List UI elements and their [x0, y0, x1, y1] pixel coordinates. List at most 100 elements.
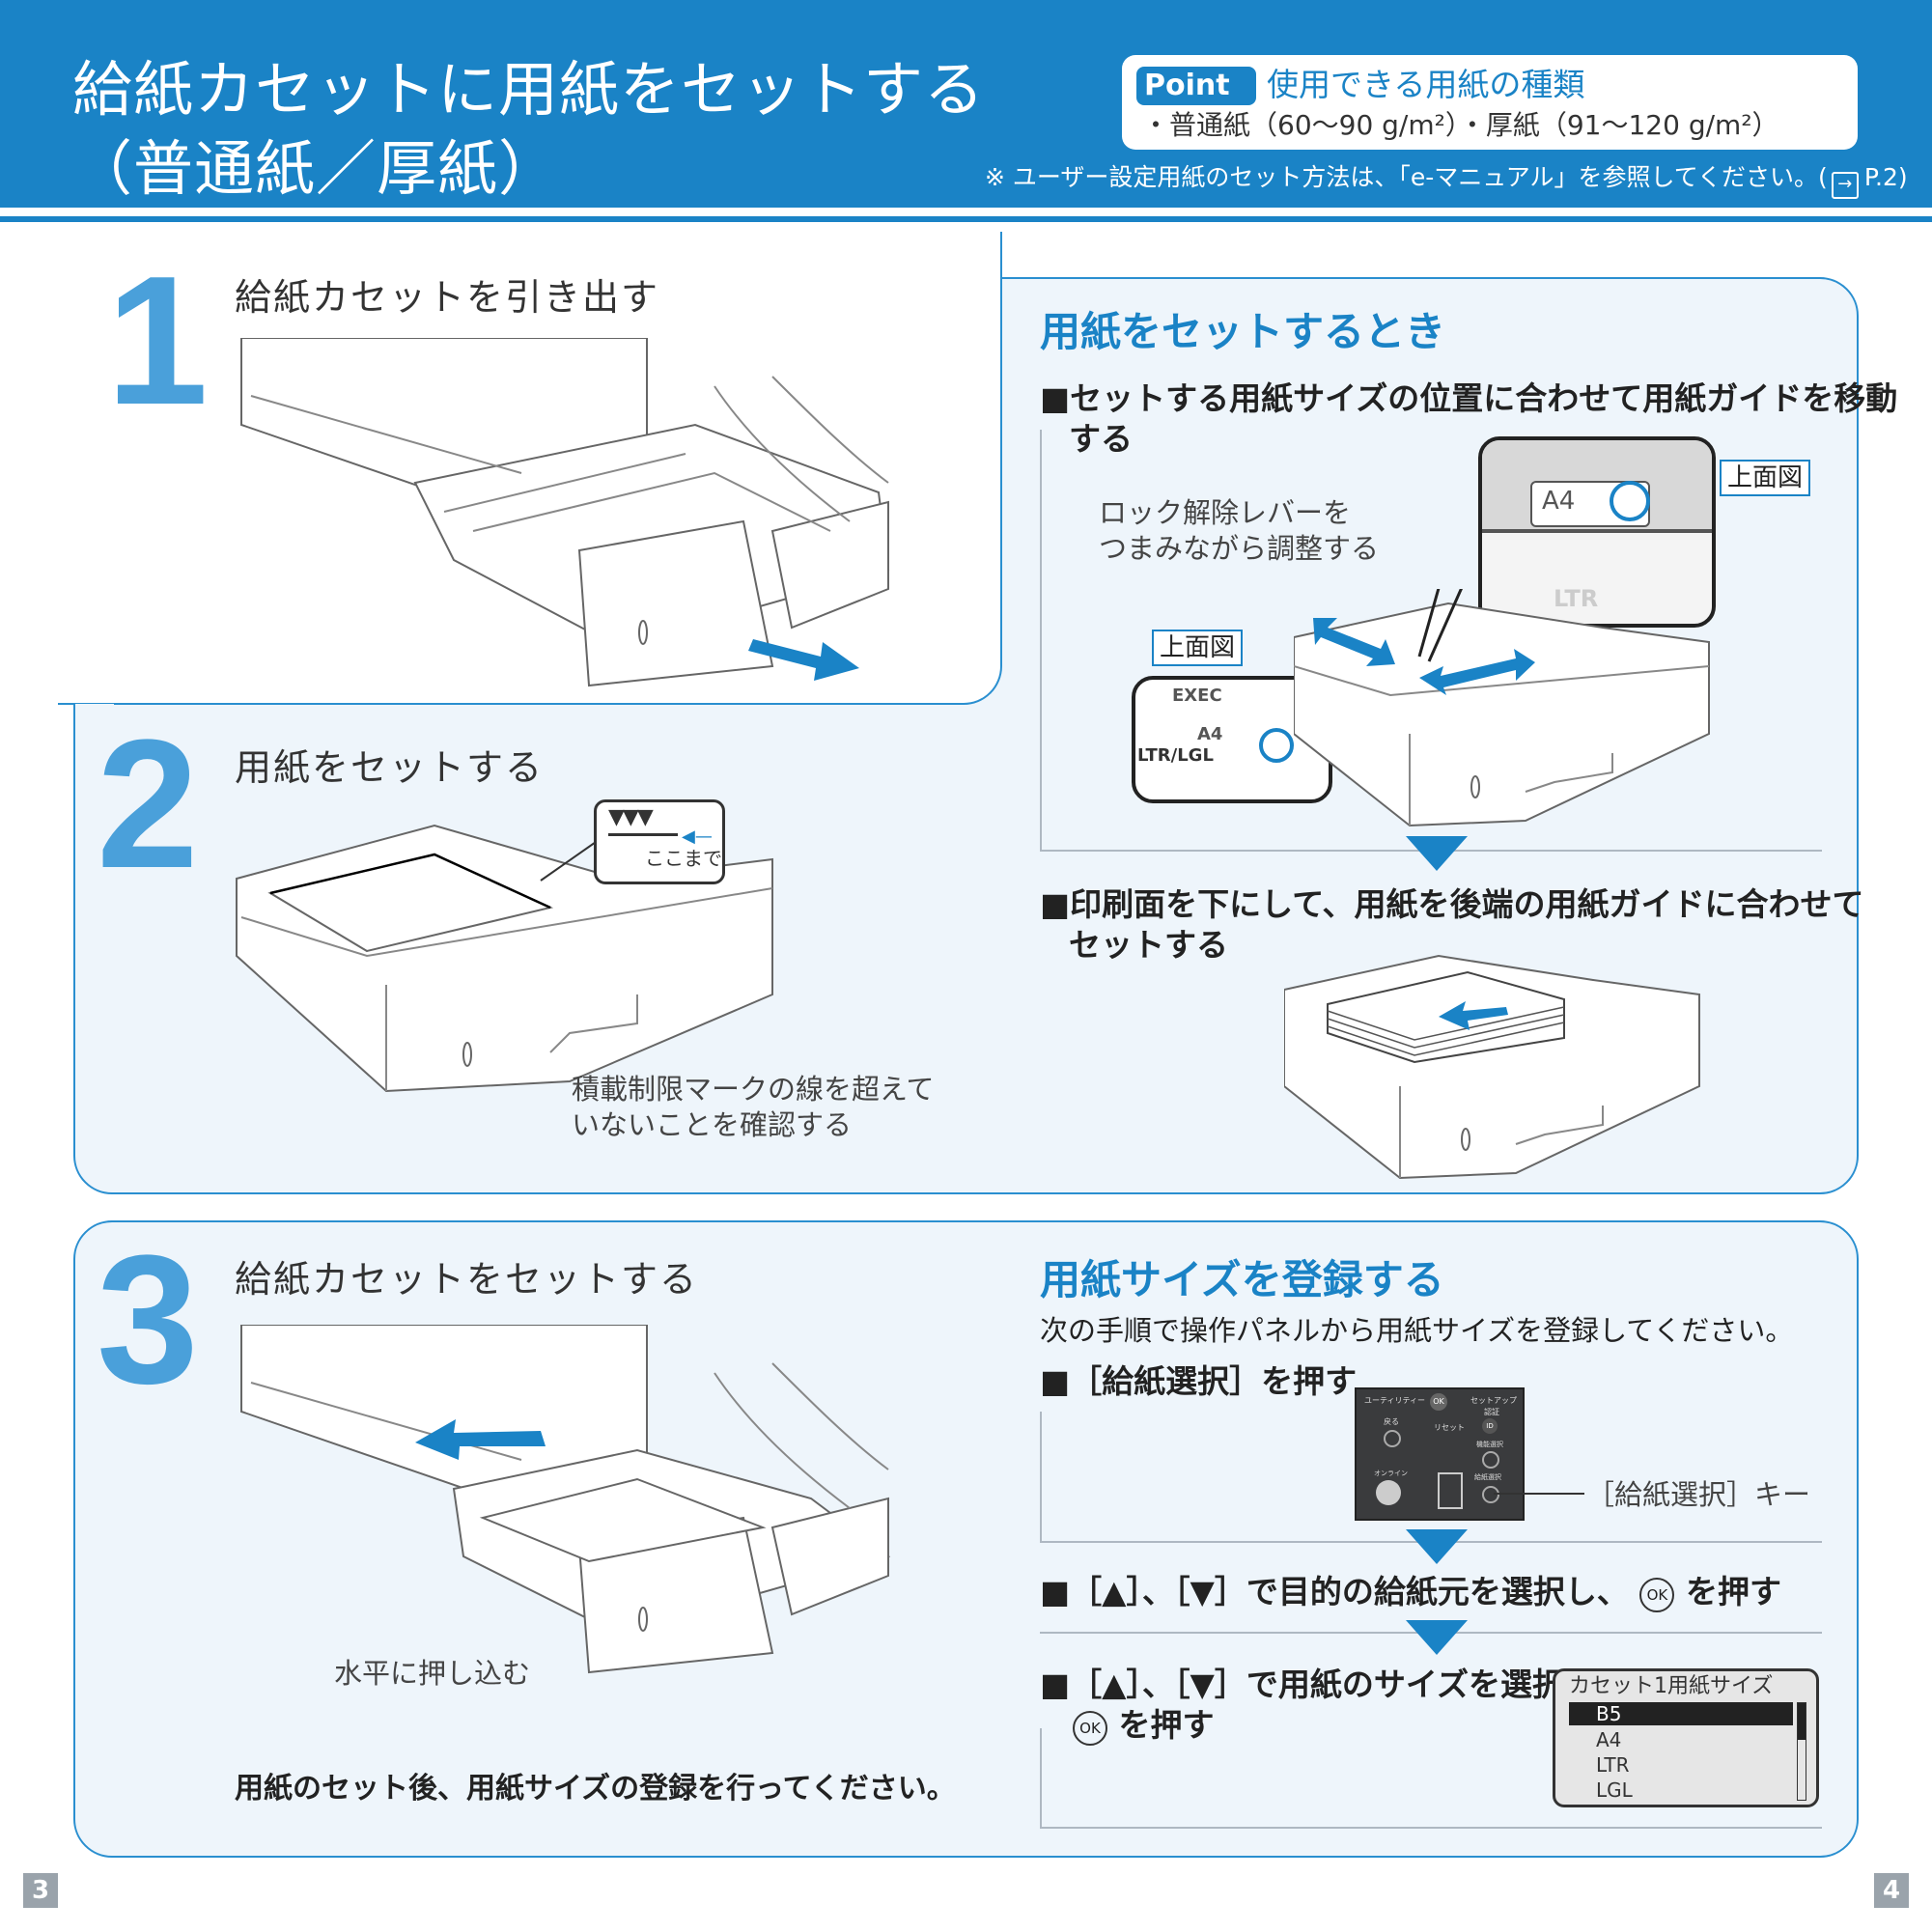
top-view-label-2: 上面図: [1152, 630, 1244, 666]
stack-limit-callout: ▼▼▼ ◀— ここまで: [594, 799, 725, 884]
function-key[interactable]: [1482, 1451, 1499, 1469]
step2-title: 用紙をセットする: [235, 746, 545, 789]
lever-caption-line2: つまみながら調整する: [1099, 532, 1380, 565]
back-key[interactable]: [1384, 1430, 1401, 1447]
page-title: 給紙カセットに用紙をセットする （普通紙／厚紙）: [72, 50, 985, 209]
guide-illustration: [1294, 589, 1710, 827]
ok-button-icon-2: OK: [1073, 1711, 1107, 1746]
step2-caption-line1: 積載制限マークの線を超えて: [572, 1073, 935, 1106]
title-line1: 給紙カセットに用紙をセットする: [72, 54, 986, 125]
setting-item1-line1: ■セットする用紙サイズの位置に合わせて用紙ガイドを移動: [1040, 379, 1898, 417]
register-item3-line2: OK を押す: [1040, 1705, 1628, 1746]
point-body: ・普通紙（60〜90 g/m²）・厚紙（91〜120 g/m²）: [1142, 109, 1779, 141]
register-intro: 次の手順で操作パネルから用紙サイズを登録してください。: [1040, 1314, 1794, 1347]
id-key[interactable]: ID: [1482, 1418, 1498, 1434]
lever-caption-line1: ロック解除レバーを: [1099, 496, 1352, 529]
register-item3: ■［▲］、［▼］で用紙のサイズを選択し、 OK を押す: [1040, 1665, 1628, 1746]
pull-arrow-icon: [748, 639, 859, 681]
register-item1: ■［給紙選択］を押す: [1040, 1362, 1358, 1400]
step3-number: 3: [97, 1218, 199, 1422]
paper-select-key-label: ［給紙選択］キー: [1586, 1478, 1811, 1511]
paper-loading-illustration: [1284, 954, 1700, 1180]
ok-button-icon: OK: [1639, 1578, 1675, 1612]
point-title: 使用できる用紙の種類: [1267, 66, 1585, 103]
setting-guide-vline: [1040, 430, 1042, 850]
lever-caption: ロック解除レバーを つまみながら調整する: [1099, 495, 1379, 567]
limit-arrow-icon: ◀—: [682, 826, 713, 847]
lcd-option-3[interactable]: LGL: [1596, 1778, 1633, 1802]
step1-illustration: [240, 338, 890, 687]
lcd-screen: カセット1用紙サイズ B5 A4 LTR LGL: [1553, 1668, 1819, 1807]
setting-item2-line2: セットする: [1069, 926, 1228, 964]
register-next-arrow-1-icon: [1406, 1529, 1468, 1564]
step2-caption: 積載制限マークの線を超えて いないことを確認する: [572, 1072, 935, 1143]
push-arrow-icon: [415, 1419, 546, 1460]
register-item3-suffix: を押す: [1118, 1706, 1215, 1744]
step1-number: 1: [106, 238, 209, 443]
lcd-title: カセット1用紙サイズ: [1569, 1674, 1774, 1698]
zoom-a4-text: A4: [1542, 487, 1576, 516]
step2-caption-line2: いないことを確認する: [572, 1108, 853, 1141]
zoom-a4-marker: [1610, 481, 1650, 521]
page-number-right: 4: [1874, 1873, 1909, 1908]
step3-caption: 水平に押し込む: [334, 1657, 531, 1690]
register-separator-3: [1040, 1827, 1822, 1829]
paper-select-key[interactable]: [1482, 1486, 1499, 1503]
lcd-scrollbar[interactable]: [1797, 1702, 1806, 1801]
limit-text: ここまで: [645, 847, 722, 870]
panel-label-setup: セットアップ: [1470, 1396, 1517, 1405]
lcd-scroll-thumb: [1798, 1703, 1806, 1740]
zoom-ltr-text: LTR: [1554, 585, 1599, 612]
guide-arrows-icon: [1313, 618, 1535, 695]
ok-key[interactable]: OK: [1430, 1393, 1447, 1411]
zoom-view-a4: A4 LTR: [1478, 436, 1716, 628]
header-rule: [0, 216, 1932, 222]
step3-illustration: [240, 1325, 891, 1674]
lcd-option-0[interactable]: B5: [1569, 1702, 1793, 1725]
setting-item2-line1: ■印刷面を下にして、用紙を後端の用紙ガイドに合わせて: [1040, 885, 1864, 923]
register-item3-line1: ■［▲］、［▼］で用紙のサイズを選択し、: [1040, 1666, 1628, 1703]
insert-arrow-icon: [1439, 1001, 1508, 1030]
zoom2-ltrlgl-text: LTR/LGL: [1137, 745, 1214, 766]
lcd-option-2[interactable]: LTR: [1596, 1753, 1630, 1777]
lcd-option-1[interactable]: A4: [1596, 1728, 1622, 1751]
panel-label-auth: 認証: [1484, 1408, 1499, 1416]
online-key[interactable]: [1376, 1480, 1401, 1505]
register-item2: ■［▲］、［▼］で目的の給紙元を選択し、 OK を押す: [1040, 1572, 1781, 1612]
header-note: ※ ユーザー設定用紙のセット方法は、「e-マニュアル」を参照してください。(→P…: [985, 160, 1908, 199]
register-next-arrow-2-icon: [1406, 1620, 1468, 1655]
limit-line: [608, 833, 678, 836]
step2-illustration: [236, 824, 773, 1093]
zoom2-a4-text: A4: [1197, 724, 1223, 744]
setting-item1-line2: する: [1069, 420, 1133, 458]
step3-title: 給紙カセットをセットする: [235, 1258, 699, 1301]
setting-heading: 用紙をセットするとき: [1040, 308, 1446, 355]
panel-label-reset: リセット: [1434, 1423, 1465, 1432]
panel-label-back: 戻る: [1384, 1417, 1399, 1426]
page-reference-icon: →: [1831, 172, 1859, 199]
zoom2-marker: [1259, 728, 1294, 763]
step3-footer: 用紙のセット後、用紙サイズの登録を行ってください。: [235, 1772, 956, 1806]
note-prefix: ※ ユーザー設定用紙のセット方法は、「e-マニュアル」を参照してください。(: [985, 163, 1828, 191]
step1-title: 給紙カセットを引き出す: [235, 276, 660, 319]
note-suffix: P.2): [1863, 163, 1908, 191]
setting-next-arrow-icon: [1406, 836, 1468, 871]
panel-label-utility: ユーティリティー: [1364, 1396, 1426, 1405]
control-panel: ユーティリティー OK セットアップ 戻る リセット 認証 ID 機能選択 オン…: [1355, 1387, 1525, 1521]
cassette-icon: [1438, 1472, 1463, 1509]
panel-label-function: 機能選択: [1476, 1441, 1503, 1448]
setting-item1: ■セットする用紙サイズの位置に合わせて用紙ガイドを移動 する: [1040, 378, 1897, 460]
point-badge: Point ▸▸: [1136, 67, 1256, 141]
title-line2: （普通紙／厚紙）: [72, 133, 560, 204]
step1-mask-bottom: [75, 704, 114, 742]
lcd-option-0-text: B5: [1596, 1702, 1622, 1725]
zoom2-exec-text: EXEC: [1172, 686, 1222, 706]
setting-item2: ■印刷面を下にして、用紙を後端の用紙ガイドに合わせて セットする: [1040, 884, 1864, 966]
page-number-left: 3: [23, 1873, 58, 1908]
key-leader-line: [1494, 1493, 1584, 1495]
register-item2-prefix: ■［▲］、［▼］で目的の給紙元を選択し、: [1040, 1573, 1629, 1610]
register-vline-1: [1040, 1412, 1042, 1541]
panel-label-paper-select: 給紙選択: [1474, 1473, 1501, 1481]
register-vline-3: [1040, 1728, 1042, 1827]
register-item2-suffix: を押す: [1685, 1573, 1781, 1610]
